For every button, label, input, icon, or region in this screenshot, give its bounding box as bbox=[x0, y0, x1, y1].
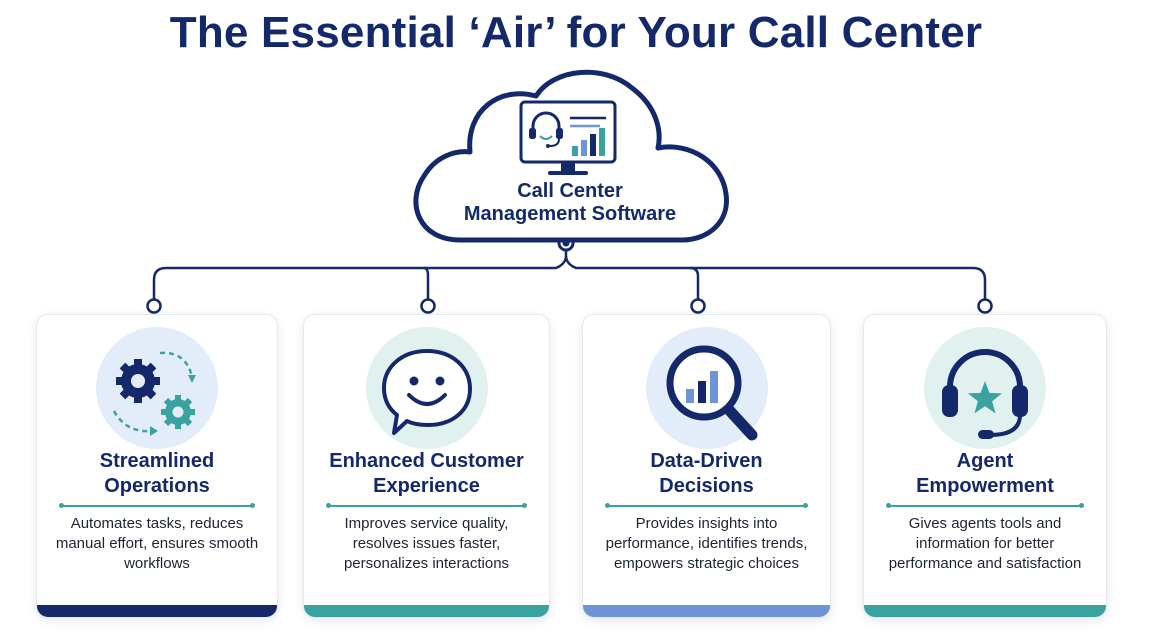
card-accent-bar bbox=[864, 605, 1106, 617]
card-data-driven-decisions: Data-Driven Decisions Provides insights … bbox=[582, 314, 831, 618]
card-description: Improves service quality, resolves issue… bbox=[343, 515, 510, 572]
hub-label-line1: Call Center bbox=[517, 180, 623, 202]
card-title: Enhanced Customer Experience bbox=[329, 450, 524, 497]
connector-node-4 bbox=[977, 298, 993, 314]
card-divider bbox=[59, 503, 255, 508]
headset-monitor-chart-icon bbox=[519, 100, 617, 175]
card-description: Provides insights into performance, iden… bbox=[605, 515, 808, 572]
card-accent-bar bbox=[583, 605, 830, 617]
hub-label: Call Center Management Software bbox=[400, 180, 740, 226]
page-title: The Essential ‘Air’ for Your Call Center bbox=[169, 8, 983, 57]
card-streamlined-operations: Streamlined Operations Automates tasks, … bbox=[36, 314, 278, 618]
gears-icon bbox=[112, 351, 196, 436]
magnifier-chart-icon bbox=[666, 345, 757, 441]
card-agent-empowerment: Agent Empowerment Gives agents tools and… bbox=[863, 314, 1107, 618]
card-accent-bar bbox=[304, 605, 549, 617]
card-enhanced-customer-experience: Enhanced Customer Experience Improves se… bbox=[303, 314, 550, 618]
card-description: Gives agents tools and information for b… bbox=[888, 515, 1082, 572]
card-divider bbox=[326, 503, 527, 508]
cloud-shape bbox=[413, 69, 729, 243]
connector-node-2 bbox=[420, 298, 436, 314]
card-divider bbox=[605, 503, 808, 508]
icon-circle bbox=[96, 327, 218, 449]
card-description: Automates tasks, reduces manual effort, … bbox=[55, 515, 259, 572]
connector-node-1 bbox=[146, 298, 162, 314]
card-accent-bar bbox=[37, 605, 277, 617]
icon-circle bbox=[645, 327, 768, 449]
icon-circle bbox=[924, 327, 1046, 449]
icon-circle bbox=[365, 327, 488, 449]
hub-label-line2: Management Software bbox=[463, 203, 677, 225]
card-title: Data-Driven Decisions bbox=[650, 450, 763, 497]
connector-node-3 bbox=[690, 298, 706, 314]
headset-star-icon bbox=[942, 349, 1028, 439]
smiley-chat-icon bbox=[381, 349, 472, 435]
hub-cloud: Call Center Management Software bbox=[400, 62, 740, 252]
card-divider bbox=[886, 503, 1084, 508]
card-title: Agent Empowerment bbox=[916, 450, 1054, 497]
card-title: Streamlined Operations bbox=[99, 450, 215, 497]
